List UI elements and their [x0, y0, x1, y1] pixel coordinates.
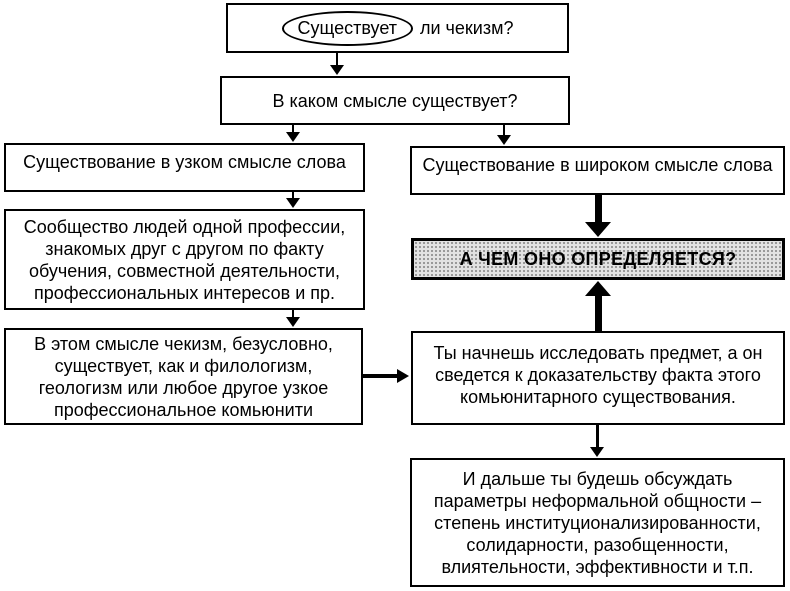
node-parameters: И дальше ты будешь обсуждать параметры н… [410, 458, 785, 587]
question-exists-rest: ли чекизм? [419, 18, 514, 38]
node-sense-exists: В этом смысле чекизм, безусловно, сущест… [4, 328, 363, 425]
node-defined-by: А ЧЕМ ОНО ОПРЕДЕЛЯЕТСЯ? [411, 238, 785, 280]
node-what-sense: В каком смысле существует? [220, 76, 570, 125]
node-question-exists: Существует ли чекизм? [226, 3, 569, 53]
node-community: Сообщество людей одной профессии, знаком… [4, 209, 365, 310]
question-exists-line: Существует ли чекизм? [281, 10, 514, 46]
node-wide-sense: Существование в широком смысле слова [410, 146, 785, 195]
oval-highlight: Существует [281, 10, 413, 46]
node-narrow-sense: Существование в узком смысле слова [4, 143, 365, 192]
node-research: Ты начнешь исследовать предмет, а он све… [411, 331, 785, 425]
